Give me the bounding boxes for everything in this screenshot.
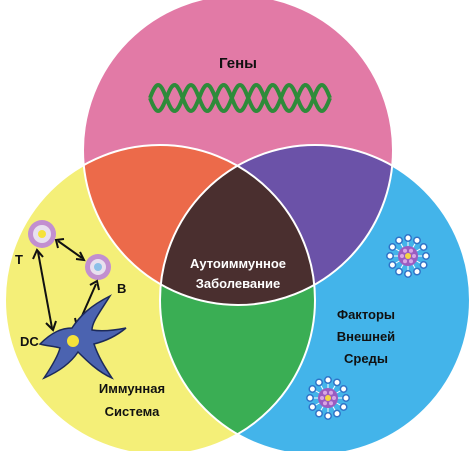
dna-helix-icon <box>148 82 332 114</box>
immune-label-line2: Система <box>105 404 160 419</box>
virus-particle-icon-upper <box>386 234 430 278</box>
genes-label: Гены <box>219 55 257 72</box>
autoimmune-center-region <box>160 145 315 305</box>
b-cell-label: B <box>117 281 126 296</box>
immune-label-line1: Иммунная <box>99 381 165 396</box>
environment-label-line2: Внешней <box>337 329 395 344</box>
genes-outline <box>82 0 394 306</box>
t-cell-label: T <box>15 252 23 267</box>
dendritic-cell-icon <box>38 294 127 380</box>
t-cell-icon <box>28 220 56 248</box>
environment-label-line1: Факторы <box>337 307 395 322</box>
virus-particle-icon-lower <box>306 376 350 420</box>
autoimmune-label-line1: Аутоиммунное <box>190 256 286 271</box>
immune-outline <box>4 144 316 451</box>
b-cell-icon <box>85 254 111 280</box>
autoimmune-label-line2: Заболевание <box>196 276 280 291</box>
environment-label-line3: Среды <box>344 351 388 366</box>
dc-label: DC <box>20 334 39 349</box>
environment-outline <box>159 144 471 451</box>
